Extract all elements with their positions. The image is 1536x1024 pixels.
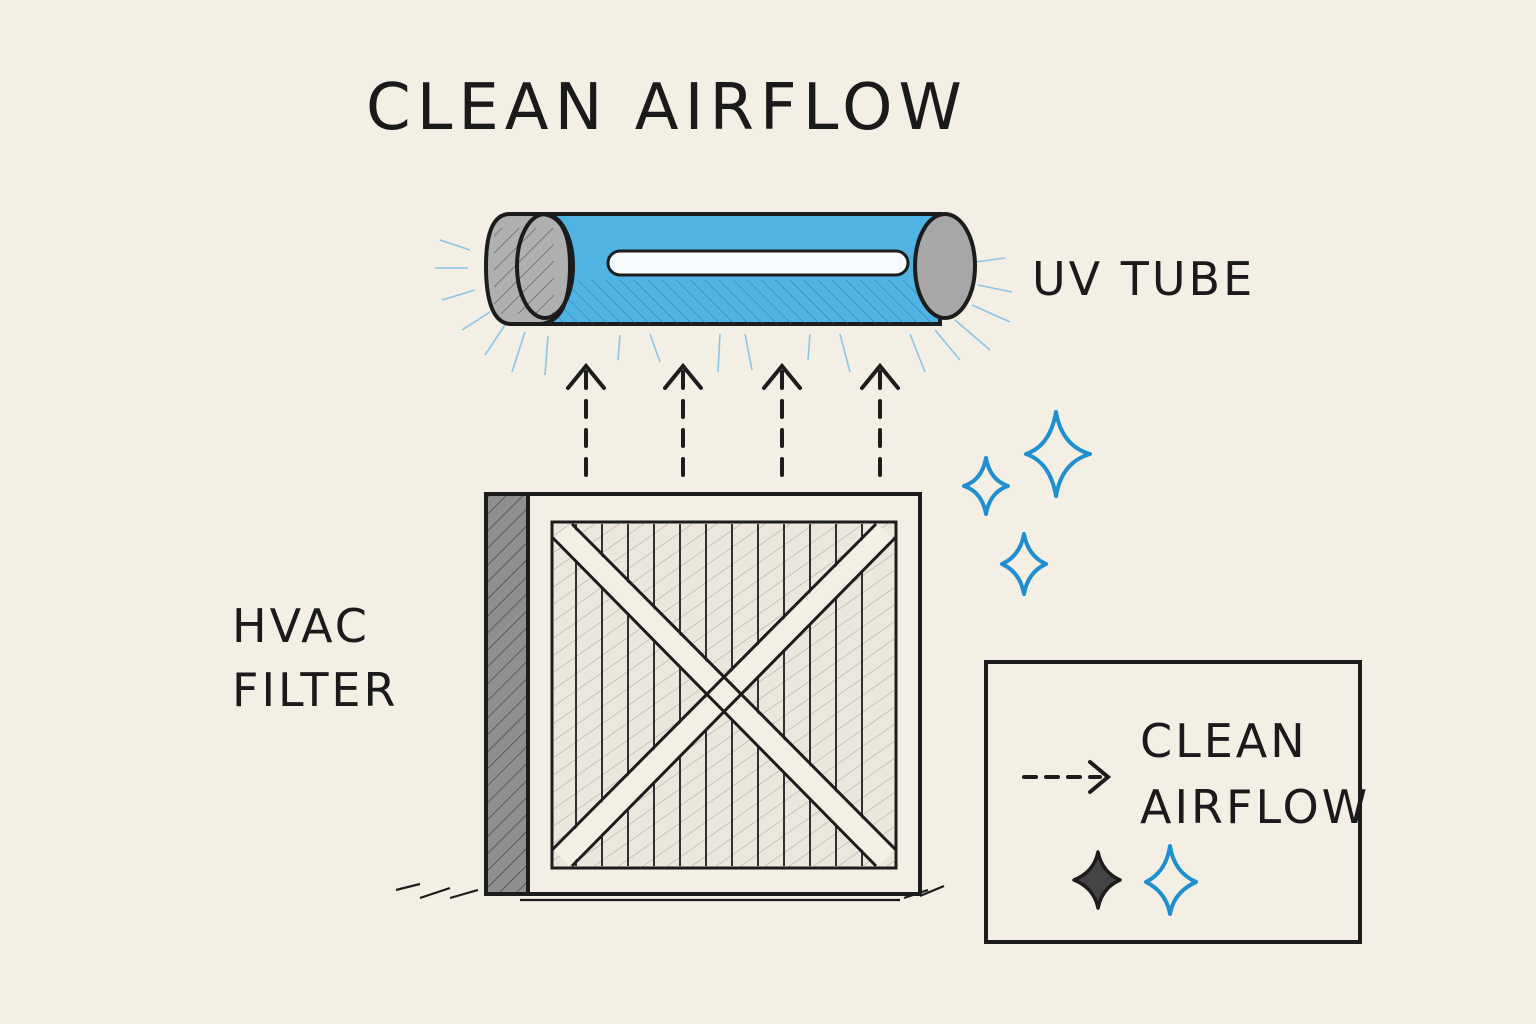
- dashed-arrow-icon: [1022, 760, 1112, 794]
- sparkle-blue-icon: [1000, 532, 1048, 596]
- hvac-filter-label: HVAC FILTER: [232, 594, 398, 722]
- sparkles-group: [962, 410, 1092, 596]
- legend-label: CLEAN AIRFLOW: [1140, 708, 1370, 840]
- sparkle-black-icon: [1072, 850, 1122, 910]
- airflow-arrow-1: [566, 362, 606, 477]
- legend-label-line2: AIRFLOW: [1140, 780, 1371, 834]
- diagram-title: CLEAN AIRFLOW: [366, 71, 968, 145]
- hvac-filter-label-line1: HVAC: [232, 599, 370, 653]
- sparkle-blue-icon: [1024, 410, 1092, 498]
- sparkle-blue-icon: [1144, 844, 1198, 916]
- uv-glow-rays: [435, 239, 1013, 376]
- legend-label-line1: CLEAN: [1140, 714, 1308, 768]
- airflow-arrow-3: [762, 362, 802, 477]
- hvac-filter-illustration: [395, 492, 945, 902]
- hvac-filter-label-line2: FILTER: [232, 663, 399, 717]
- legend-box: [984, 660, 1362, 944]
- airflow-arrows: [566, 362, 900, 477]
- uv-tube-illustration: [483, 212, 977, 326]
- airflow-arrow-4: [860, 362, 900, 477]
- sparkle-blue-icon: [962, 456, 1010, 516]
- uv-tube-label: UV TUBE: [1032, 252, 1256, 306]
- airflow-arrow-2: [663, 362, 703, 477]
- legend-icons: [1022, 760, 1198, 916]
